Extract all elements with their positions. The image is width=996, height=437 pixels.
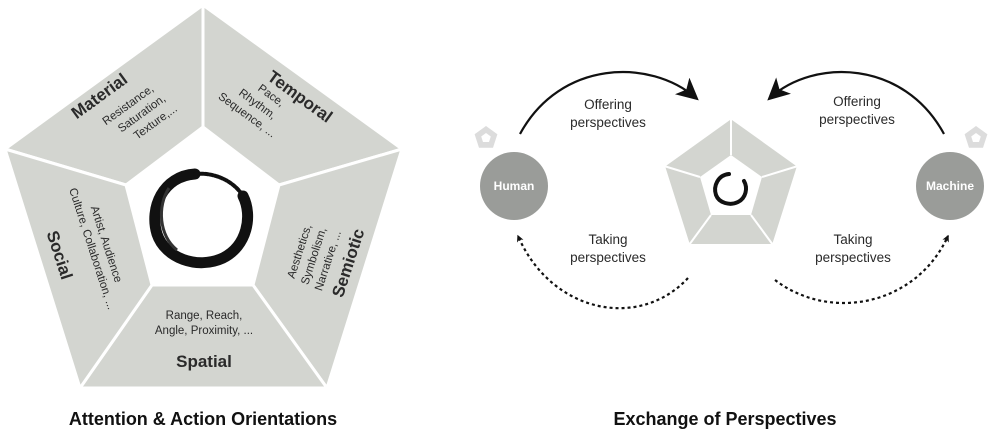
arrow-human-offering: [519, 71, 699, 135]
segment-text-spatial-1: Range, Reach,: [166, 310, 243, 322]
enso-brush-circle-icon: [713, 172, 748, 206]
enso-brush-circle-icon: [149, 168, 254, 269]
segment-text-spatial-2: Angle, Proximity, ...: [155, 325, 253, 337]
human-label: Human: [494, 179, 535, 193]
exchange-diagram: Human Machine Offering perspectives Offe…: [474, 71, 988, 310]
segment-title-spatial: Spatial: [176, 352, 232, 371]
human-node: [480, 152, 548, 220]
left-offering-line-1: Offering: [584, 97, 632, 112]
right-taking-line-1: Taking: [833, 232, 872, 247]
left-taking-line-1: Taking: [588, 232, 627, 247]
arrow-machine-offering: [767, 71, 945, 135]
caption-exchange-perspectives: Exchange of Perspectives: [613, 409, 836, 429]
right-offering-line-1: Offering: [833, 94, 881, 109]
mini-pentagon-icon-right: [964, 126, 988, 148]
arrow-human-taking: [516, 234, 689, 310]
right-offering-line-2: perspectives: [819, 112, 895, 127]
center-pentagon: [662, 116, 800, 246]
caption-attention-action: Attention & Action Orientations: [69, 409, 337, 429]
machine-label: Machine: [926, 179, 974, 193]
left-offering-line-2: perspectives: [570, 115, 646, 130]
machine-node: [916, 152, 984, 220]
right-taking-line-2: perspectives: [815, 250, 891, 265]
mini-pentagon-icon-left: [474, 126, 498, 148]
orientation-pentagon: Material Resistance, Saturation, Texture…: [1, 2, 406, 392]
arrow-machine-taking: [774, 234, 949, 305]
left-taking-line-2: perspectives: [570, 250, 646, 265]
